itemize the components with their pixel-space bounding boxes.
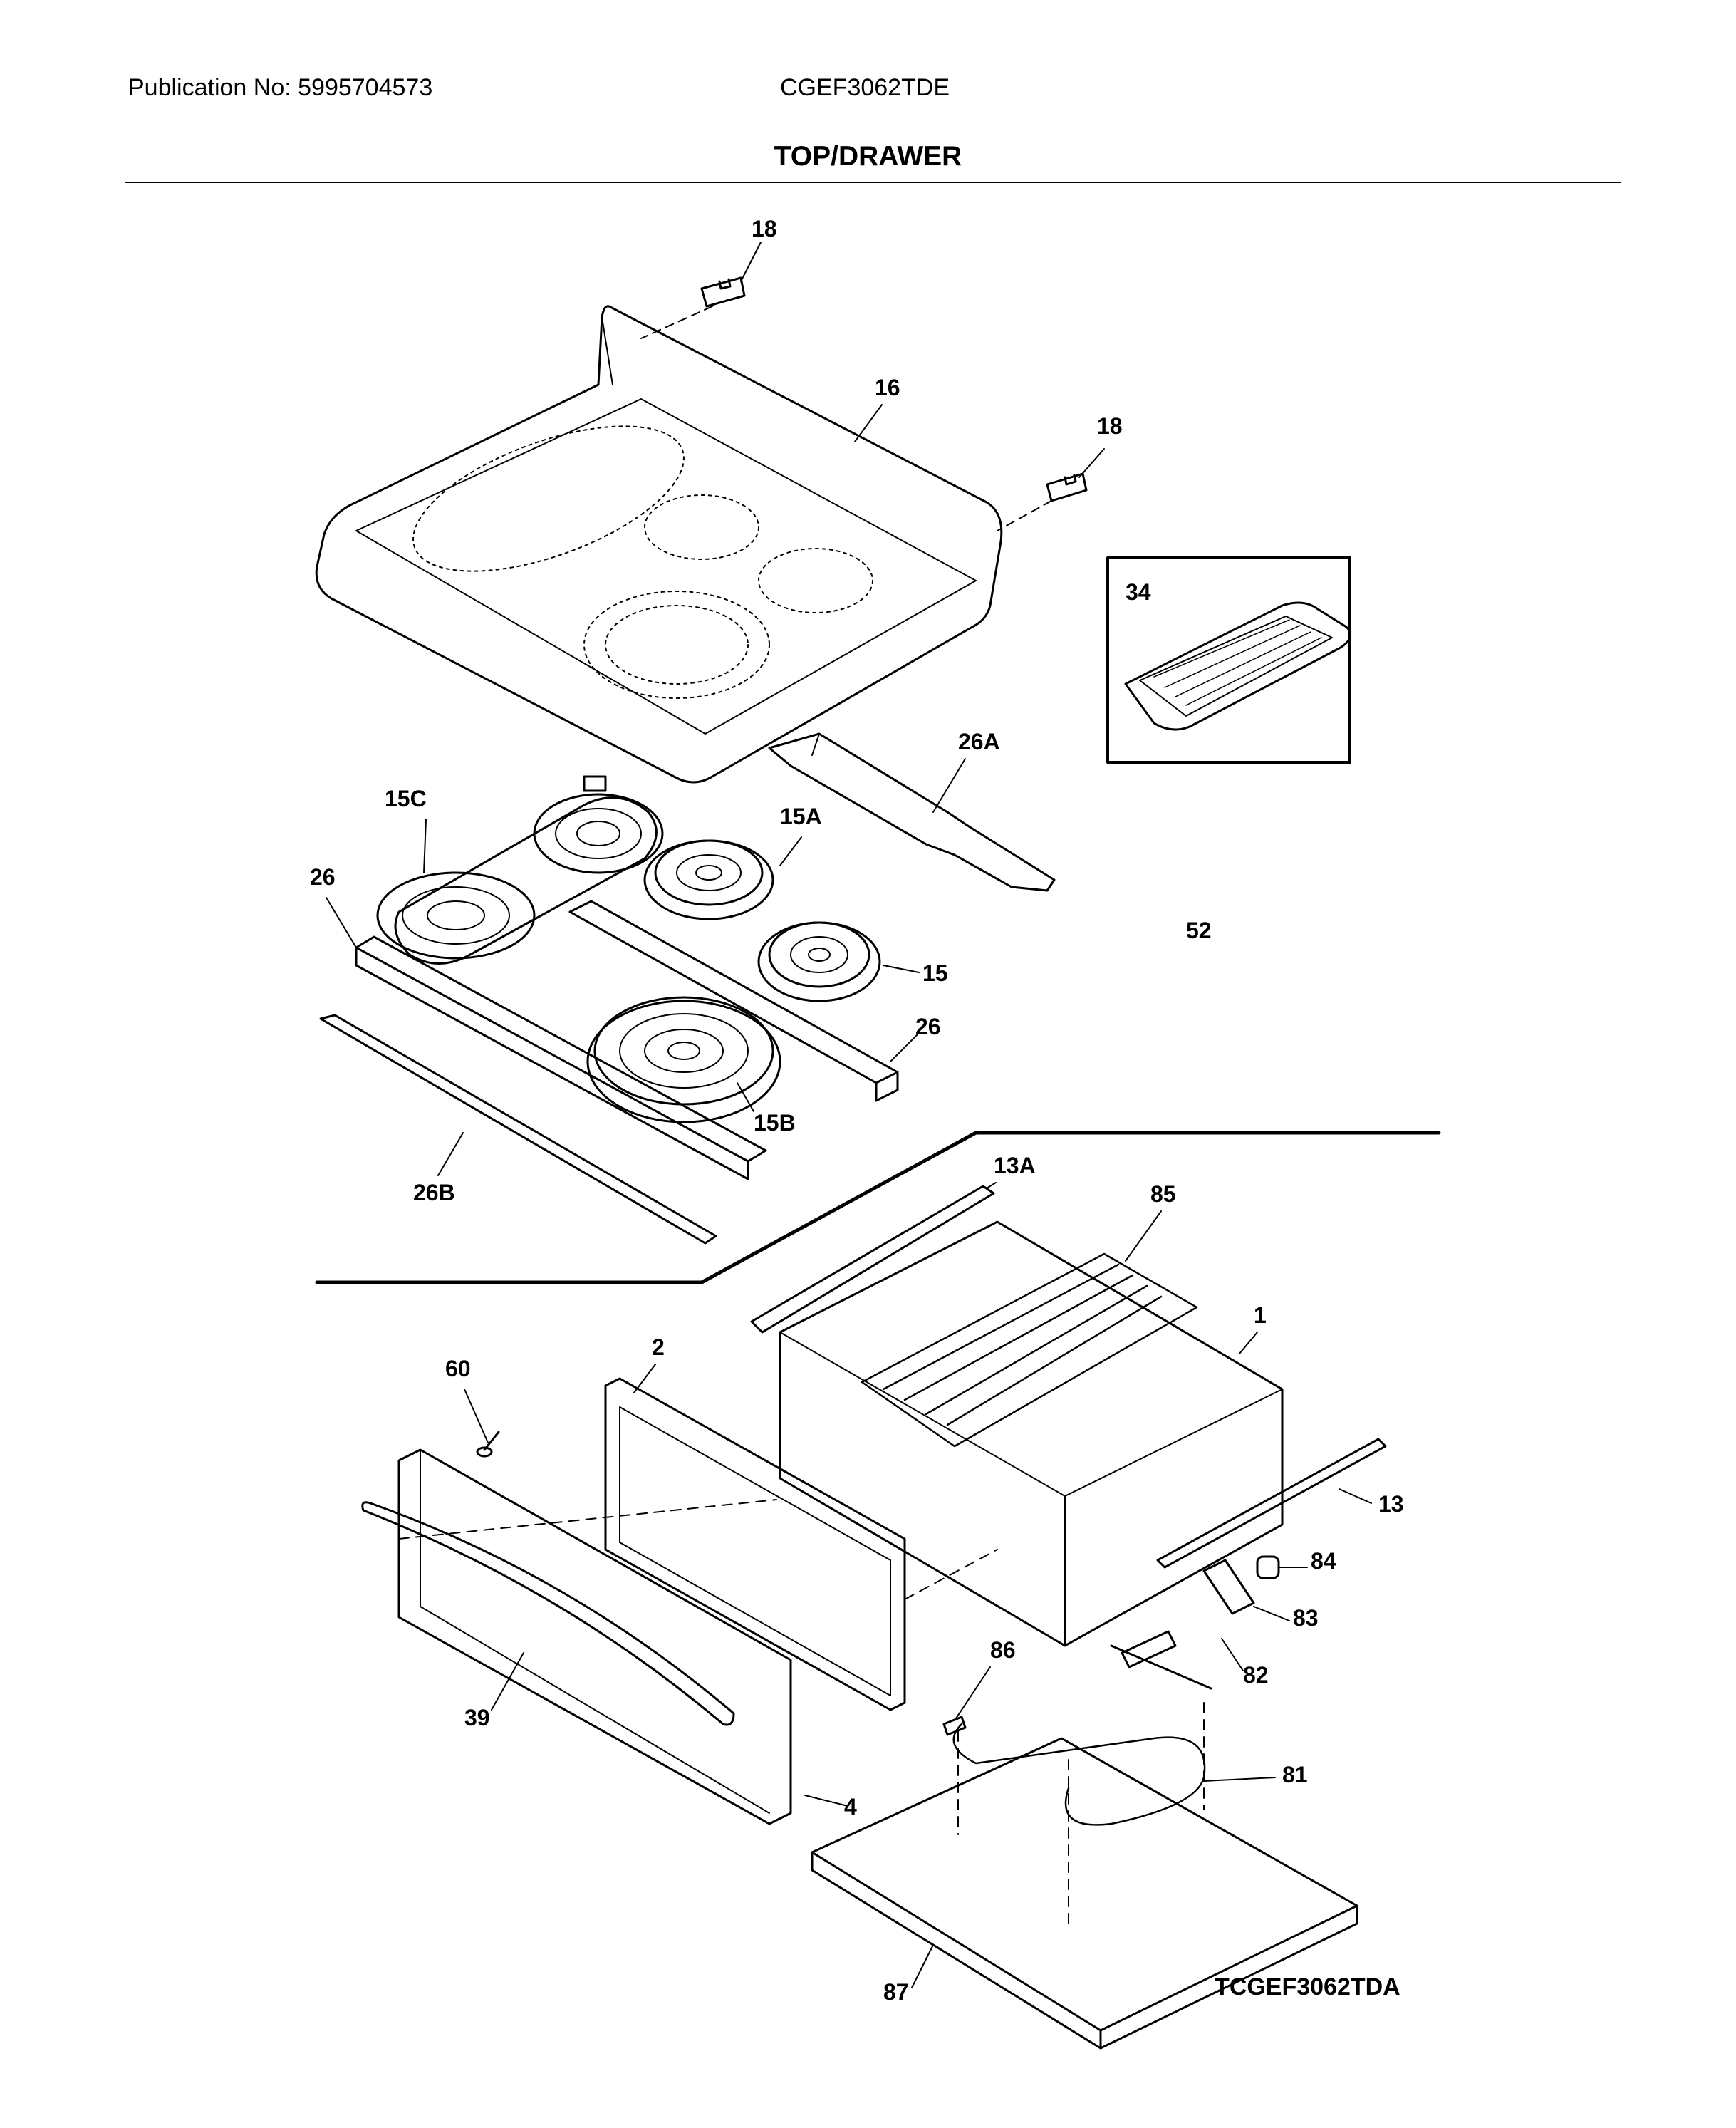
- callout-26-left: 26: [310, 864, 336, 890]
- callout-13: 13: [1378, 1491, 1404, 1517]
- callout-85: 85: [1150, 1181, 1176, 1207]
- section-title: TOP/DRAWER: [774, 141, 962, 172]
- drawer-liner-2: [604, 1377, 906, 1711]
- callout-13A: 13A: [994, 1153, 1036, 1178]
- rack-85: [861, 1252, 1198, 1448]
- callout-15A: 15A: [780, 804, 822, 829]
- callout-18-top: 18: [752, 216, 777, 242]
- callout-81: 81: [1282, 1762, 1308, 1787]
- diagram-id: TCGEF3062TDA: [1215, 1973, 1400, 2000]
- publication-number: Publication No: 5995704573: [128, 74, 433, 101]
- callout-4: 4: [844, 1794, 857, 1820]
- screw-60: [476, 1431, 500, 1458]
- drawer-front-4: [397, 1448, 792, 1825]
- part-83: [1202, 1559, 1255, 1615]
- rail-26-right: [568, 900, 899, 1102]
- callout-26A: 26A: [958, 729, 1000, 754]
- callout-15B: 15B: [754, 1110, 796, 1136]
- burner-15: [757, 921, 881, 1002]
- callout-34: 34: [1126, 579, 1151, 605]
- bake-element-81: [952, 1644, 1212, 1826]
- part-84: [1256, 1555, 1280, 1579]
- callout-82: 82: [1243, 1662, 1269, 1688]
- slide-13A: [750, 1185, 995, 1334]
- callout-83: 83: [1293, 1605, 1319, 1631]
- alignment-lines: [398, 1499, 1205, 1924]
- header-divider: [125, 182, 1621, 183]
- handle-39: [361, 1501, 735, 1726]
- callout-15C: 15C: [385, 786, 427, 811]
- drawer-body-1: [779, 1220, 1284, 1647]
- callout-2: 2: [652, 1334, 665, 1360]
- trim-26B: [319, 1014, 717, 1245]
- model-number: CGEF3062TDE: [780, 74, 950, 101]
- callout-26-right: 26: [915, 1014, 941, 1039]
- bracket-18-right: [997, 472, 1088, 531]
- bracket-18-top: [640, 276, 746, 339]
- callout-16: 16: [875, 375, 900, 400]
- callout-39: 39: [464, 1705, 490, 1730]
- rail-26-left: [355, 935, 767, 1180]
- callout-18-right: 18: [1097, 413, 1123, 439]
- callout-26B: 26B: [413, 1180, 455, 1205]
- callout-87: 87: [883, 1979, 909, 2005]
- burner-15C: [376, 775, 664, 965]
- callout-52: 52: [1186, 918, 1212, 943]
- callout-15: 15: [922, 960, 948, 986]
- callout-84: 84: [1311, 1548, 1336, 1574]
- burner-15A: [643, 839, 774, 920]
- callout-1: 1: [1254, 1302, 1267, 1328]
- bracket-26A: [768, 732, 1056, 892]
- griddle-box-34: [1106, 556, 1351, 764]
- burner-15B: [586, 996, 781, 1123]
- section-divider-line: [315, 1131, 1441, 1284]
- part-82: [1121, 1630, 1177, 1668]
- leader-lines: [326, 242, 1372, 1988]
- callout-86: 86: [990, 1637, 1016, 1663]
- callout-60: 60: [445, 1356, 471, 1381]
- slide-13: [1156, 1438, 1387, 1569]
- drawer-bottom-87: [811, 1737, 1358, 2050]
- cooktop-glass-16: [315, 305, 1003, 784]
- griddle-34: [1124, 601, 1352, 731]
